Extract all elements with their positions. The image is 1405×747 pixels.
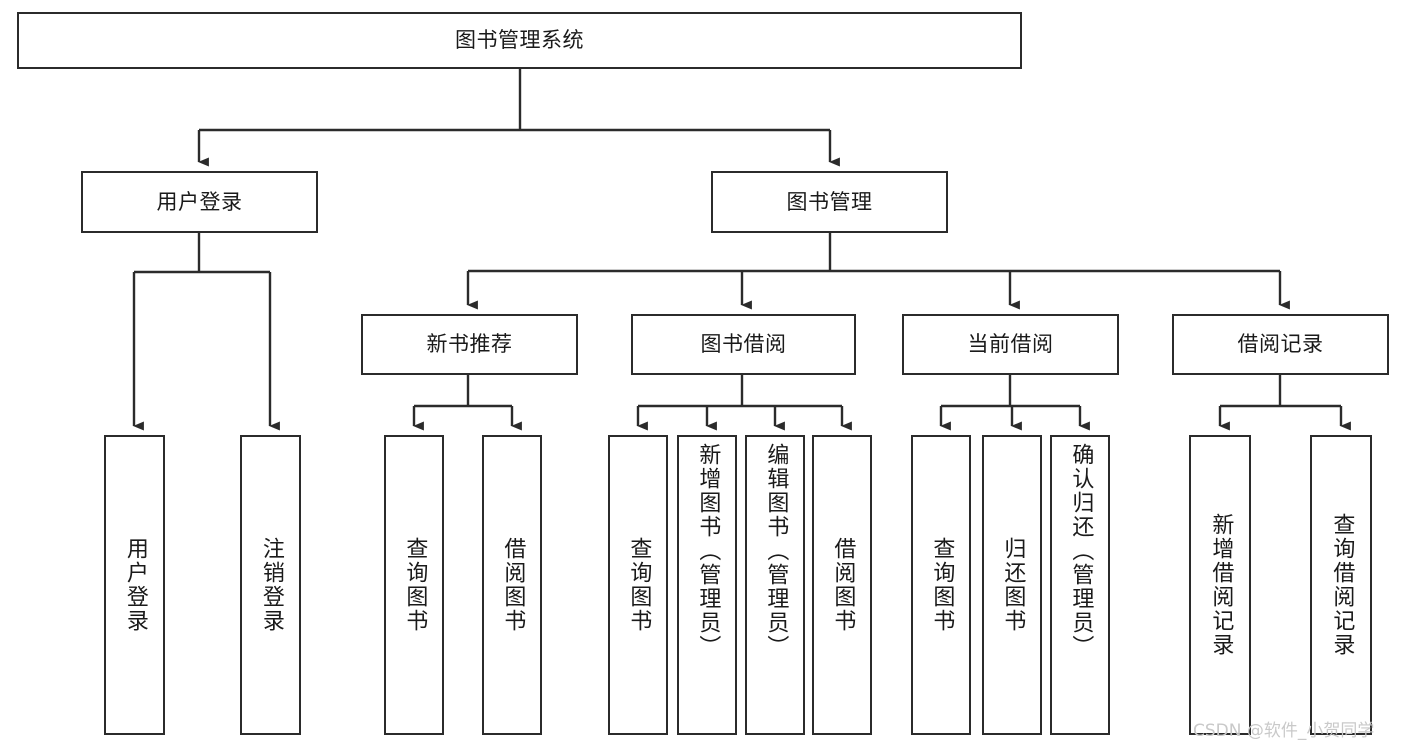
node-current-borrow-label: 当前借阅 xyxy=(967,332,1054,357)
node-current-borrow[interactable]: 当前借阅 xyxy=(902,314,1119,375)
leaf-query-book-new-label: 查询图书 xyxy=(402,537,428,633)
leaf-logout[interactable]: 注销登录 xyxy=(240,435,301,735)
node-new-book-recommend-label: 新书推荐 xyxy=(426,332,513,357)
node-book-borrow[interactable]: 图书借阅 xyxy=(631,314,856,375)
leaf-query-book-current-label: 查询图书 xyxy=(929,537,955,633)
node-root[interactable]: 图书管理系统 xyxy=(17,12,1022,69)
leaf-user-login[interactable]: 用户登录 xyxy=(104,435,165,735)
node-book-borrow-label: 图书借阅 xyxy=(700,332,787,357)
leaf-confirm-return-admin-label: 确认归还（管理员） xyxy=(1068,443,1094,659)
leaf-borrow-book-label: 借阅图书 xyxy=(830,537,856,633)
node-book-management-label: 图书管理 xyxy=(786,189,873,214)
leaf-user-login-label: 用户登录 xyxy=(122,537,148,633)
node-borrow-record[interactable]: 借阅记录 xyxy=(1172,314,1389,375)
leaf-add-book-admin-label: 新增图书（管理员） xyxy=(695,443,721,659)
leaf-return-book-label: 归还图书 xyxy=(1000,537,1026,633)
leaf-confirm-return-admin[interactable]: 确认归还（管理员） xyxy=(1050,435,1110,735)
leaf-query-book-new[interactable]: 查询图书 xyxy=(384,435,444,735)
leaf-edit-book-admin[interactable]: 编辑图书（管理员） xyxy=(745,435,805,735)
node-user-login[interactable]: 用户登录 xyxy=(81,171,318,233)
csdn-watermark: CSDN @软件_小贺同学 xyxy=(1193,721,1375,741)
node-user-login-label: 用户登录 xyxy=(156,189,243,214)
leaf-logout-label: 注销登录 xyxy=(258,537,284,633)
node-root-label: 图书管理系统 xyxy=(455,28,584,53)
leaf-return-book[interactable]: 归还图书 xyxy=(982,435,1042,735)
leaf-borrow-book[interactable]: 借阅图书 xyxy=(812,435,872,735)
leaf-query-borrow-record[interactable]: 查询借阅记录 xyxy=(1310,435,1372,735)
leaf-query-book-borrow[interactable]: 查询图书 xyxy=(608,435,668,735)
node-new-book-recommend[interactable]: 新书推荐 xyxy=(361,314,578,375)
leaf-edit-book-admin-label: 编辑图书（管理员） xyxy=(763,443,789,659)
leaf-borrow-book-new-label: 借阅图书 xyxy=(500,537,526,633)
leaf-add-borrow-record[interactable]: 新增借阅记录 xyxy=(1189,435,1251,735)
leaf-query-book-borrow-label: 查询图书 xyxy=(626,537,652,633)
node-book-management[interactable]: 图书管理 xyxy=(711,171,948,233)
leaf-query-borrow-record-label: 查询借阅记录 xyxy=(1329,513,1355,657)
leaf-borrow-book-new[interactable]: 借阅图书 xyxy=(482,435,542,735)
node-borrow-record-label: 借阅记录 xyxy=(1237,332,1324,357)
leaf-query-book-current[interactable]: 查询图书 xyxy=(911,435,971,735)
leaf-add-borrow-record-label: 新增借阅记录 xyxy=(1208,513,1234,657)
leaf-add-book-admin[interactable]: 新增图书（管理员） xyxy=(677,435,737,735)
